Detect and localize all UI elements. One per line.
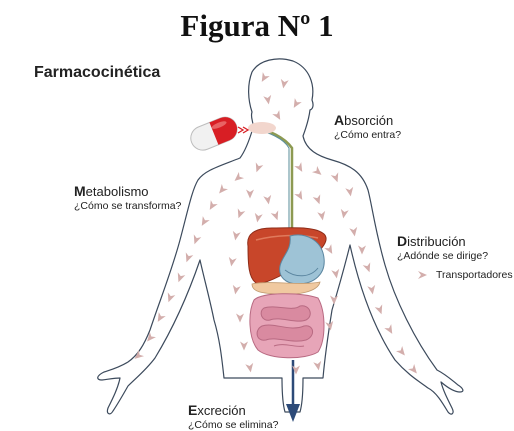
label-metabolismo: Metabolismo ¿Cómo se transforma? — [74, 183, 181, 212]
transporter-chevron — [235, 208, 246, 219]
label-distribucion: Distribución ¿Adónde se dirige? — [397, 233, 488, 262]
transporter-chevron — [294, 162, 305, 174]
transporter-chevron — [191, 234, 202, 245]
transporter-chevron — [232, 172, 244, 184]
transporter-chevron — [272, 110, 283, 122]
transporter-chevron — [227, 257, 236, 267]
transporter-chevron — [175, 272, 186, 283]
label-excrecion: Excreción ¿Cómo se elimina? — [188, 402, 278, 431]
transporter-chevron — [263, 195, 272, 205]
chevron-marker-icon — [416, 268, 430, 282]
transporter-chevron — [384, 324, 395, 336]
transporter-chevron — [236, 314, 244, 323]
transporter-chevron — [231, 285, 240, 295]
throat — [248, 122, 276, 134]
transporter-chevron — [206, 200, 217, 212]
transporter-chevron — [312, 166, 324, 178]
transporter-chevron — [367, 285, 376, 295]
transporter-chevron — [345, 187, 354, 197]
transporter-chevron — [358, 246, 366, 255]
legend-label: Transportadores — [436, 269, 513, 281]
transporter-chevron — [294, 190, 305, 202]
transporter-chevron — [183, 252, 194, 263]
transporter-chevron — [253, 162, 264, 173]
transporter-chevron — [245, 363, 254, 373]
transporter-chevron — [349, 227, 358, 237]
transporter-chevron — [231, 231, 240, 241]
transporter-chevron — [240, 342, 248, 351]
transporter-chevron — [363, 262, 374, 273]
transporter-chevron — [313, 361, 322, 371]
intestines — [250, 294, 324, 358]
transporter-chevron — [331, 172, 342, 183]
transporter-chevron — [198, 216, 209, 228]
pancreas — [252, 282, 320, 295]
transporter-chevron — [317, 211, 326, 221]
legend: Transportadores — [416, 268, 513, 282]
transporter-chevron — [313, 194, 324, 205]
transporter-chevron — [253, 213, 262, 223]
transporter-chevron — [330, 296, 338, 305]
transporter-chevron — [216, 184, 228, 196]
transporter-chevron — [279, 79, 288, 89]
transporter-chevron — [331, 269, 340, 279]
transporter-chevron — [165, 292, 176, 303]
absorption-chevrons — [238, 127, 248, 133]
transporter-chevron — [246, 190, 254, 199]
transporter-chevron — [324, 244, 335, 256]
transporter-chevron — [263, 95, 272, 105]
transporter-chevron — [396, 346, 408, 358]
transporter-chevron — [290, 98, 301, 110]
capsule-icon — [187, 114, 240, 154]
label-absorcion: Absorción ¿Cómo entra? — [334, 112, 401, 141]
transporter-chevron — [339, 209, 348, 219]
transporter-chevron — [258, 72, 269, 84]
transporter-chevron — [375, 304, 386, 315]
transporter-chevron — [271, 210, 282, 221]
